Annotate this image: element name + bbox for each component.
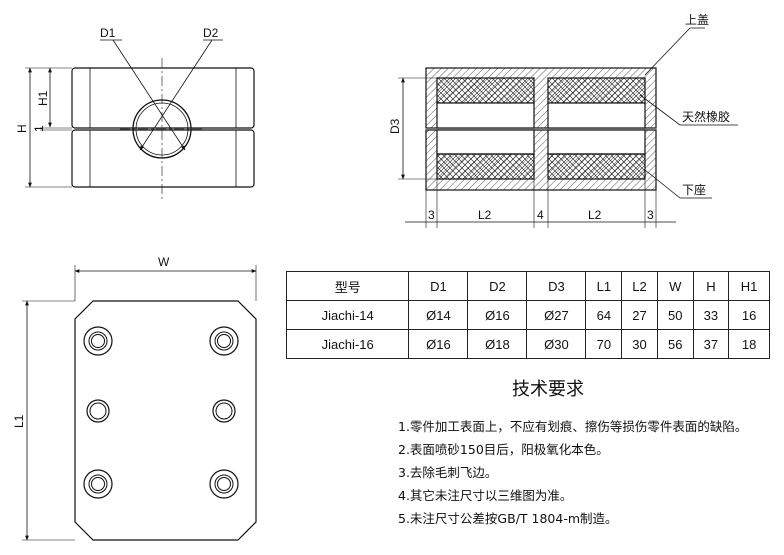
table-cell: Ø16 <box>467 300 528 330</box>
hole-bottom-right <box>209 469 239 499</box>
label-d2: D2 <box>203 26 219 40</box>
label-w: W <box>158 255 170 269</box>
table-cell: Ø16 <box>408 329 469 359</box>
table-header: D2 <box>467 271 528 301</box>
requirement-item: 3.去除毛刺飞边。 <box>398 465 498 480</box>
requirement-item: 2.表面喷砂150目后，阳极氧化本色。 <box>398 442 609 457</box>
table-header: L2 <box>621 271 658 301</box>
requirements-list: 1.零件加工表面上，不应有划痕、擦伤等损伤零件表面的缺陷。 2.表面喷砂150目… <box>398 415 747 530</box>
table-cell: Ø18 <box>467 329 528 359</box>
table-cell: 70 <box>585 329 623 359</box>
table-cell: 50 <box>656 300 694 330</box>
table-header: L1 <box>585 271 623 301</box>
requirement-item: 1.零件加工表面上，不应有划痕、擦伤等损伤零件表面的缺陷。 <box>398 419 748 434</box>
table-cell: 27 <box>621 300 658 330</box>
table-header: D1 <box>408 271 469 301</box>
table-cell: 56 <box>656 329 694 359</box>
table-header: 型号 <box>285 271 410 301</box>
table-cell: 30 <box>621 329 658 359</box>
dim-l2-left: L2 <box>478 208 492 222</box>
label-lower-seat: 下座 <box>682 182 706 197</box>
label-l1: L1 <box>12 414 26 428</box>
hole-top-left <box>83 326 113 356</box>
requirement-item: 4.其它未注尺寸以三维图为准。 <box>398 488 573 503</box>
label-natural-rubber: 天然橡胶 <box>682 109 730 124</box>
table-cell: Ø27 <box>526 300 587 330</box>
dim-middle: 4 <box>537 208 544 222</box>
table-cell: 18 <box>728 329 770 359</box>
table-header-row: 型号 D1 D2 D3 L1 L2 W H H1 <box>285 271 770 301</box>
spec-table: 型号 D1 D2 D3 L1 L2 W H H1 Jiachi-14 Ø14 Ø… <box>285 271 770 359</box>
section-view <box>425 67 657 191</box>
table-header: W <box>656 271 694 301</box>
table-cell: 64 <box>585 300 623 330</box>
front-view <box>25 39 255 200</box>
table-cell: Jiachi-14 <box>285 300 410 330</box>
requirements-title: 技术要求 <box>512 379 584 400</box>
table-header: D3 <box>526 271 587 301</box>
dim-l2-right: L2 <box>588 208 602 222</box>
hole-middle-left <box>86 399 110 423</box>
label-d1: D1 <box>100 26 116 40</box>
mounting-holes <box>83 326 239 499</box>
table-row: Jiachi-14 Ø14 Ø16 Ø27 64 27 50 33 16 <box>285 300 770 330</box>
dim-end-right: 3 <box>647 208 654 222</box>
table-header: H1 <box>728 271 770 301</box>
table-cell: 33 <box>692 300 730 330</box>
table-cell: Jiachi-16 <box>285 329 410 359</box>
table-row: Jiachi-16 Ø16 Ø18 Ø30 70 30 56 37 18 <box>285 329 770 359</box>
hole-top-right <box>209 326 239 356</box>
top-view <box>22 265 257 541</box>
dim-end-left: 3 <box>428 208 435 222</box>
label-d3: D3 <box>388 118 402 134</box>
label-h: H <box>15 124 29 133</box>
table-header: H <box>692 271 730 301</box>
label-upper-cover: 上盖 <box>685 13 709 27</box>
table-cell: 16 <box>728 300 770 330</box>
table-cell: Ø14 <box>408 300 469 330</box>
requirement-item: 5.未注尺寸公差按GB/T 1804-m制造。 <box>398 511 618 526</box>
hole-middle-right <box>212 399 236 423</box>
table-cell: 37 <box>692 329 730 359</box>
table-cell: Ø30 <box>526 329 587 359</box>
label-h1: H1 <box>36 90 50 106</box>
hole-bottom-left <box>83 469 113 499</box>
label-gap: 1 <box>32 125 46 132</box>
